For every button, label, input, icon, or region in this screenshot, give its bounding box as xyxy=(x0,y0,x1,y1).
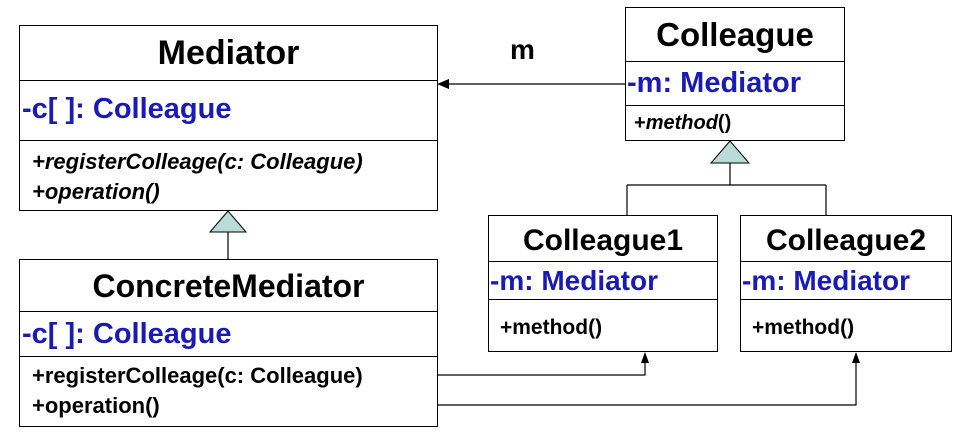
mediator-methods: +registerColleage(c: Colleague) +operati… xyxy=(20,141,437,210)
dependency-line-colleague1 xyxy=(438,362,646,376)
colleague2-class[interactable]: Colleague2 -m: Mediator +method() xyxy=(740,215,952,352)
concrete-mediator-attribute: -c[ ]: Colleague xyxy=(20,312,437,357)
association-label: m xyxy=(510,34,535,65)
colleague1-class[interactable]: Colleague1 -m: Mediator +method() xyxy=(488,215,718,352)
colleague-method: +method() xyxy=(626,106,844,140)
colleague1-attribute: -m: Mediator xyxy=(489,262,717,300)
dependency-arrowhead-colleague2 xyxy=(852,352,860,363)
generalization-triangle-mediator xyxy=(208,210,248,233)
colleague-method-prefix: + xyxy=(634,112,646,134)
mediator-method-register: +registerColleage(c: Colleague) xyxy=(32,149,363,174)
colleague2-attribute: -m: Mediator xyxy=(741,262,951,300)
colleague2-method: +method() xyxy=(752,316,855,339)
colleague-class-name: Colleague xyxy=(626,8,844,62)
colleague-method-parens: () xyxy=(717,112,732,134)
concrete-mediator-methods: +registerColleage(c: Colleague) +operati… xyxy=(20,357,437,426)
generalization-triangle-colleague xyxy=(709,140,751,164)
colleague-class[interactable]: Colleague -m: Mediator +method() xyxy=(625,7,845,141)
colleague1-class-name: Colleague1 xyxy=(489,216,717,262)
mediator-method-operation: +operation() xyxy=(32,179,160,204)
concrete-mediator-method-operation: +operation() xyxy=(32,393,160,418)
association-arrowhead xyxy=(437,79,449,89)
concrete-mediator-class-name: ConcreteMediator xyxy=(20,260,437,312)
colleague2-class-name: Colleague2 xyxy=(741,216,951,262)
concrete-mediator-class[interactable]: ConcreteMediator -c[ ]: Colleague +regis… xyxy=(19,259,438,427)
dependency-arrowhead-colleague1 xyxy=(641,352,649,363)
colleague-attribute: -m: Mediator xyxy=(626,62,844,106)
mediator-class-name: Mediator xyxy=(20,26,437,81)
dependency-line-colleague2 xyxy=(438,362,857,406)
colleague-method-name: method xyxy=(645,112,718,134)
colleague1-method: +method() xyxy=(500,316,603,339)
mediator-class[interactable]: Mediator -c[ ]: Colleague +registerColle… xyxy=(19,25,438,211)
mediator-attribute: -c[ ]: Colleague xyxy=(20,81,437,141)
concrete-mediator-method-register: +registerColleage(c: Colleague) xyxy=(32,363,363,388)
